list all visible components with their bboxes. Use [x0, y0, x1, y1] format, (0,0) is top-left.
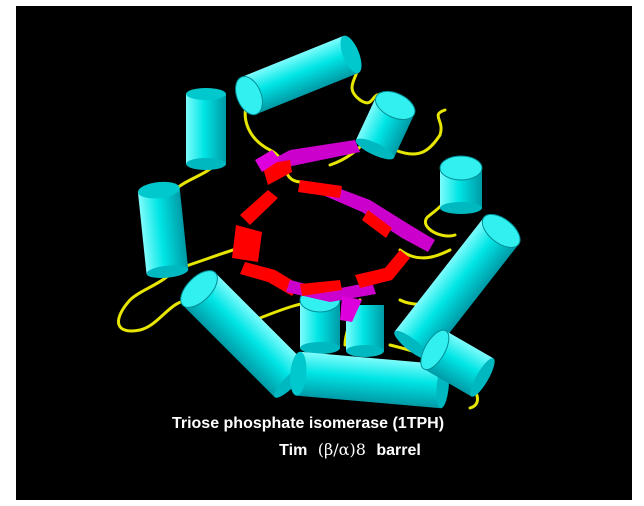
helix-1	[235, 35, 362, 116]
helix-11	[420, 329, 495, 397]
strand-2	[325, 185, 435, 252]
image-frame	[16, 6, 632, 500]
caption-tim-label: Tim	[279, 442, 308, 459]
figure-caption-title: Triose phosphate isomerase (1TPH)	[171, 415, 445, 432]
loop-2	[243, 98, 302, 184]
helix-5	[137, 181, 189, 279]
helix-6	[394, 213, 521, 360]
loop-10	[398, 248, 452, 260]
helix-4	[439, 155, 483, 214]
strand-8-tip	[340, 296, 362, 322]
strand-6	[240, 262, 300, 296]
strand-3	[362, 210, 392, 238]
loop-6	[117, 268, 192, 333]
helices	[137, 35, 521, 409]
strand-7-face	[300, 280, 342, 296]
figure-caption-subtitle: Tim (β/α)8 barrel	[28, 440, 644, 461]
strand-4	[240, 190, 278, 225]
helix-2	[186, 88, 226, 170]
caption-beta-alpha-symbol: (β/α)8	[317, 440, 366, 459]
caption-barrel-label: barrel	[376, 442, 421, 459]
strand-1	[262, 140, 360, 182]
strand-2-face	[298, 180, 342, 198]
helix-3	[355, 90, 416, 160]
strand-5	[232, 225, 262, 262]
loop-4	[393, 108, 447, 156]
strand-8	[355, 250, 410, 288]
beta-barrel	[232, 140, 435, 322]
strand-9	[255, 150, 280, 172]
